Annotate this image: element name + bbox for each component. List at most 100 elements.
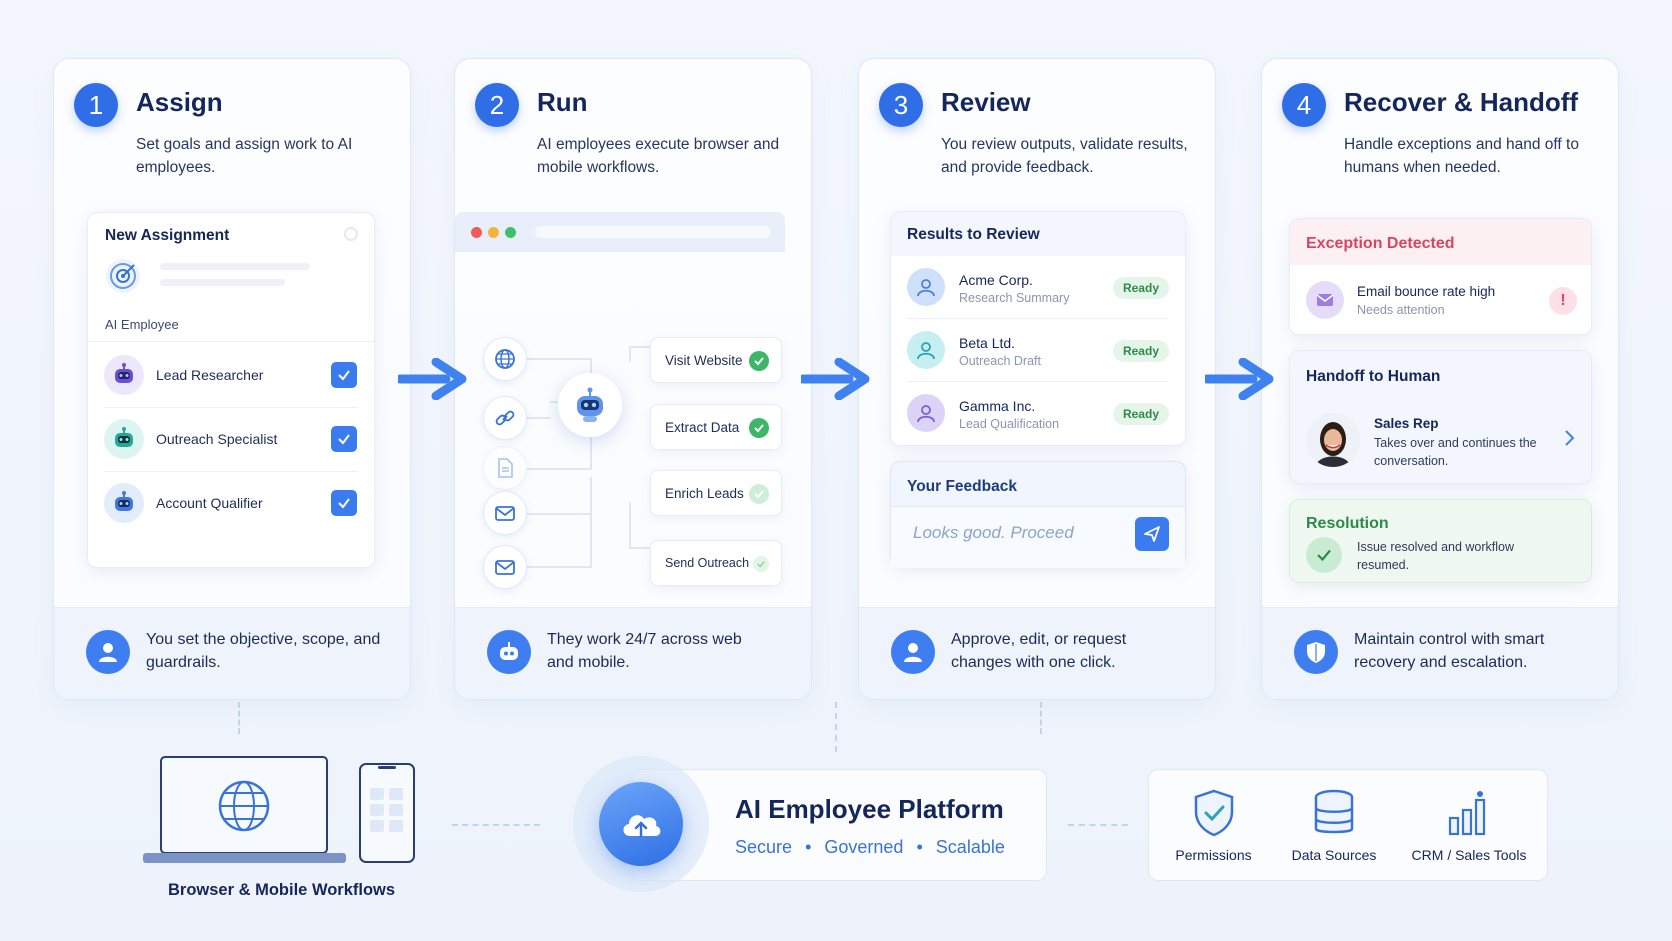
stage-review: 3 Review You review outputs, validate re…: [858, 58, 1216, 700]
stage-description: Handle exceptions and hand off to humans…: [1344, 136, 1579, 176]
user-icon: [891, 630, 935, 674]
stage-title: Review: [941, 87, 1031, 117]
result-type: Outreach Draft: [959, 354, 1041, 368]
tag-secure: Secure: [735, 837, 793, 857]
permissions-item[interactable]: Permissions: [1161, 788, 1266, 863]
chevron-right-icon[interactable]: [1563, 429, 1575, 452]
connector-line: [238, 702, 240, 734]
card-header: Results to Review: [891, 212, 1185, 256]
link-icon: [344, 227, 358, 241]
connector-line: [452, 824, 540, 826]
stage-number: 4: [1282, 83, 1326, 127]
result-name: Gamma Inc.: [959, 398, 1036, 414]
connector-line: [835, 702, 837, 752]
data-sources-item[interactable]: Data Sources: [1279, 788, 1389, 863]
mail-icon[interactable]: [483, 491, 527, 535]
laptop-icon: [143, 756, 346, 864]
send-icon: [1144, 526, 1160, 542]
handoff-name: Sales Rep: [1374, 416, 1439, 431]
task-extract-data[interactable]: Extract Data: [650, 404, 782, 450]
robot-avatar-icon: [104, 355, 144, 395]
send-button[interactable]: [1135, 517, 1169, 551]
checkbox-checked-icon[interactable]: [331, 490, 357, 516]
card-title: New Assignment: [105, 227, 230, 244]
mobile-phone-icon: [358, 762, 416, 864]
checkbox-checked-icon[interactable]: [331, 362, 357, 388]
stage-title: Run: [537, 87, 588, 117]
user-icon: [86, 630, 130, 674]
document-icon[interactable]: [483, 446, 527, 490]
placeholder-line: [160, 263, 310, 270]
result-name: Acme Corp.: [959, 272, 1033, 288]
exception-header: Exception Detected: [1290, 219, 1591, 265]
robot-avatar-icon: [104, 419, 144, 459]
handoff-card[interactable]: Handoff to Human Sales Rep Takes over an…: [1289, 350, 1592, 484]
integration-label: Permissions: [1175, 847, 1252, 863]
agent-name: Account Qualifier: [156, 495, 263, 511]
new-assignment-card: New Assignment AI Employee Lead Research…: [87, 212, 375, 568]
user-avatar-icon: [907, 331, 945, 369]
table-row[interactable]: Acme Corp. Research Summary Ready: [891, 256, 1185, 318]
status-badge: Ready: [1112, 340, 1169, 362]
arrow-right-icon: [1202, 357, 1275, 405]
list-item[interactable]: Lead Researcher: [88, 343, 374, 407]
status-badge: Ready: [1112, 403, 1169, 425]
check-circle-icon: [749, 418, 769, 438]
crm-sales-tools-item[interactable]: CRM / Sales Tools: [1399, 788, 1539, 863]
robot-avatar-icon: [104, 483, 144, 523]
ai-agent-robot-icon: [558, 373, 622, 437]
exception-text: Email bounce rate high: [1357, 284, 1496, 299]
stage-description: You review outputs, validate results, an…: [941, 136, 1188, 176]
footer-text: They work 24/7 across web and mobile.: [547, 631, 742, 671]
table-row[interactable]: Beta Ltd. Outreach Draft Ready: [891, 319, 1185, 381]
handoff-title: Handoff to Human: [1306, 368, 1441, 385]
workflows-label: Browser & Mobile Workflows: [168, 881, 396, 899]
footer-text: Approve, edit, or request changes with o…: [951, 631, 1127, 671]
task-send-outreach[interactable]: Send Outreach: [650, 540, 782, 586]
arrow-right-icon: [395, 357, 468, 405]
handoff-text: Takes over and continues the conversatio…: [1374, 436, 1537, 468]
tag-governed: Governed: [824, 837, 904, 857]
connector-line: [1068, 824, 1128, 826]
footer-text: Maintain control with smart recovery and…: [1354, 631, 1545, 671]
alert-badge: !: [1549, 287, 1577, 315]
list-item[interactable]: Account Qualifier: [88, 471, 374, 535]
result-type: Lead Qualification: [959, 417, 1060, 431]
task-enrich-leads[interactable]: Enrich Leads: [650, 470, 782, 516]
bar-chart-icon: [1448, 791, 1486, 836]
window-maximize-dot: [505, 227, 516, 238]
agent-name: Lead Researcher: [156, 367, 264, 383]
list-item[interactable]: Outreach Specialist: [88, 407, 374, 471]
platform-title: AI Employee Platform: [735, 794, 1004, 824]
tag-scalable: Scalable: [935, 837, 1005, 857]
link-icon[interactable]: [483, 396, 527, 440]
stage-assign: 1 Assign Set goals and assign work to AI…: [53, 58, 411, 700]
stage-recover-handoff: 4 Recover & Handoff Handle exceptions an…: [1261, 58, 1619, 700]
status-badge: Ready: [1112, 277, 1169, 299]
exception-title: Exception Detected: [1306, 235, 1455, 252]
placeholder-line: [160, 279, 285, 286]
table-row[interactable]: Gamma Inc. Lead Qualification Ready: [891, 382, 1185, 444]
card-title: Results to Review: [907, 226, 1040, 243]
result-type: Research Summary: [959, 291, 1070, 305]
shield-icon: [1294, 630, 1338, 674]
footer-text: You set the objective, scope, and guardr…: [146, 631, 381, 671]
check-circle-icon: [1306, 537, 1342, 573]
address-bar[interactable]: [535, 226, 771, 238]
stage-description: AI employees execute browser and mobile …: [537, 136, 780, 176]
exception-card: Exception Detected Email bounce rate hig…: [1289, 218, 1592, 335]
target-icon: [104, 257, 142, 295]
exception-subtext: Needs attention: [1357, 303, 1445, 317]
checkbox-checked-icon[interactable]: [331, 426, 357, 452]
task-visit-website[interactable]: Visit Website: [650, 337, 782, 383]
stage-title: Assign: [136, 87, 223, 117]
sales-rep-avatar: [1306, 413, 1360, 467]
check-circle-pending-icon: [749, 484, 769, 504]
feedback-card: Your Feedback Looks good. Proceed: [890, 461, 1186, 568]
stage-footer: They work 24/7 across web and mobile.: [455, 607, 811, 699]
mail-icon[interactable]: [483, 545, 527, 589]
user-avatar-icon: [907, 394, 945, 432]
user-avatar-icon: [907, 268, 945, 306]
globe-icon[interactable]: [483, 337, 527, 381]
result-name: Beta Ltd.: [959, 335, 1016, 351]
